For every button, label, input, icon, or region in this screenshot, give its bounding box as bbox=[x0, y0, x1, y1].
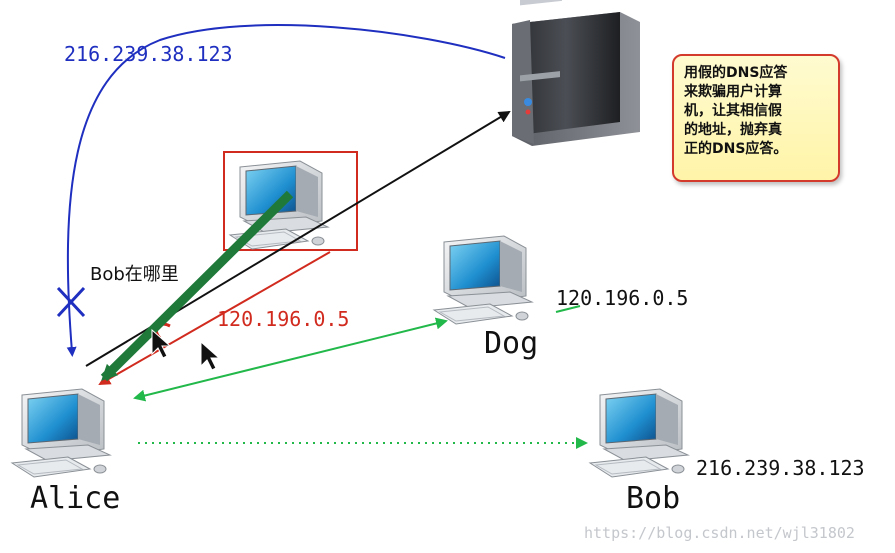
server-ip-label: 216.239.38.123 bbox=[64, 42, 233, 66]
blocked-x-icon bbox=[56, 286, 86, 318]
watermark-text: https://blog.csdn.net/wjl31802 bbox=[584, 524, 855, 542]
bob-ip-label: 216.239.38.123 bbox=[696, 456, 865, 480]
alice-dog-connection bbox=[133, 317, 448, 402]
alice-name-label: Alice bbox=[30, 481, 121, 516]
cursor-icon bbox=[151, 328, 172, 359]
attack-path-arrow bbox=[100, 190, 294, 382]
alice-computer-icon bbox=[11, 388, 111, 478]
question-label: Bob在哪里 bbox=[90, 264, 179, 285]
dog-ip-tick bbox=[555, 305, 581, 313]
real-dns-response-arrow bbox=[66, 24, 506, 357]
attacker-highlight-box bbox=[223, 151, 358, 251]
dog-computer-icon bbox=[433, 235, 533, 325]
spoofed-ip-label: 120.196.0.5 bbox=[217, 307, 350, 331]
dns-server-icon bbox=[512, 0, 640, 146]
bob-computer-icon bbox=[589, 388, 689, 478]
dog-name-label: Dog bbox=[484, 326, 539, 361]
explanation-callout: 用假的DNS应答 来欺骗用户计算 机，让其相信假 的地址，抛弃真 正的DNS应答… bbox=[672, 54, 840, 182]
cursor-icon-2 bbox=[200, 340, 221, 371]
bob-name-label: Bob bbox=[626, 481, 681, 516]
dog-ip-label: 120.196.0.5 bbox=[556, 286, 689, 310]
